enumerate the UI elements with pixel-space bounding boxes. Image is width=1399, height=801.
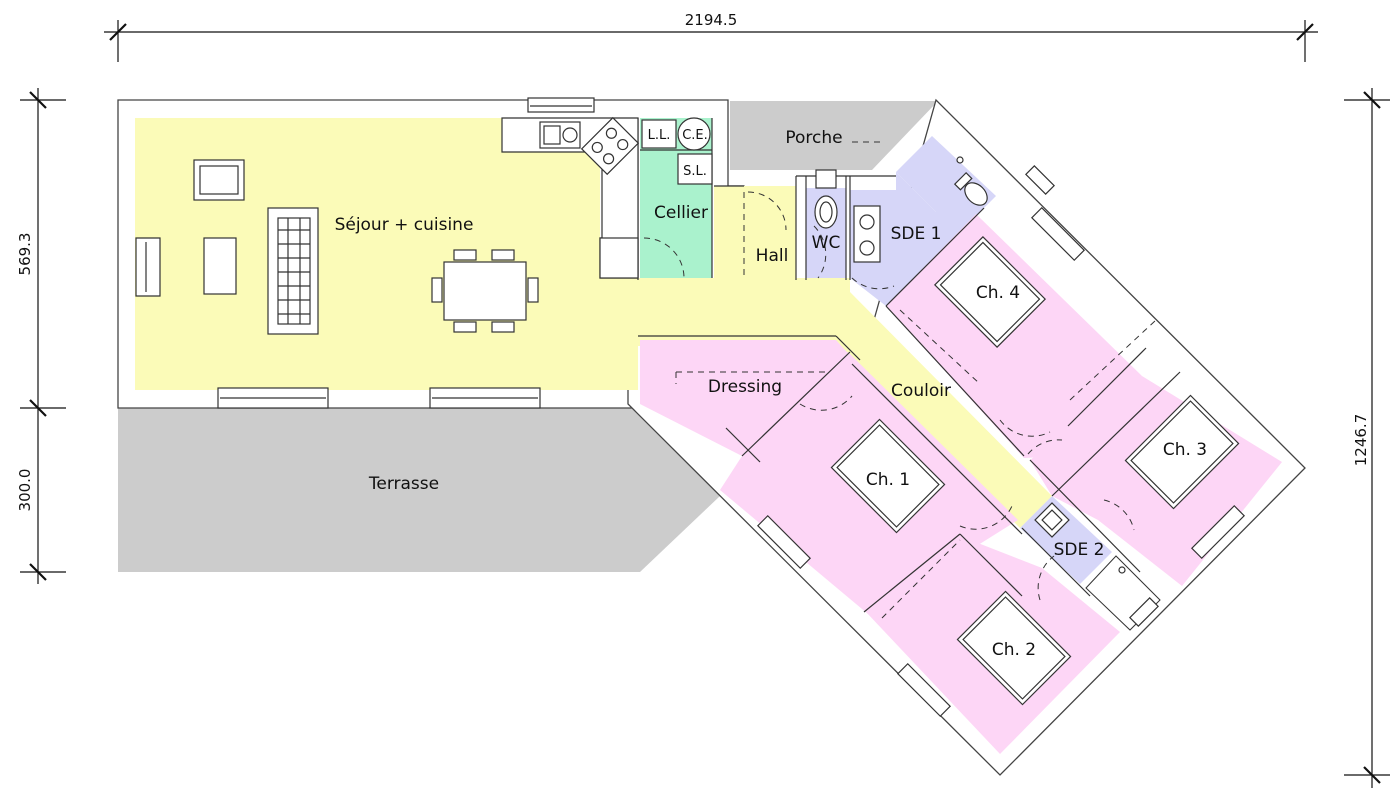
room-labels: Séjour + cuisine Cellier L.L. C.E. S.L. … <box>335 128 1208 660</box>
porche-area <box>730 101 938 170</box>
bed-icon <box>830 418 946 534</box>
dim-total-width: 2194.5 <box>685 11 738 29</box>
living-furniture <box>135 159 539 335</box>
dim-left-lower: 300.0 <box>16 469 34 512</box>
dashed-lines <box>643 141 1157 619</box>
toilet-icon <box>953 171 988 206</box>
sejour-room <box>135 118 1052 528</box>
bed-icon <box>933 235 1047 349</box>
label-ch3: Ch. 3 <box>1163 440 1207 460</box>
bed-icon <box>1124 394 1240 510</box>
kitchen <box>501 116 640 279</box>
utility-appliances <box>641 117 713 185</box>
tv-icon <box>135 237 161 297</box>
sink-icon <box>1034 502 1070 538</box>
label-porche: Porche <box>785 128 842 148</box>
sanitary-fixtures <box>814 156 1126 574</box>
dimension-left: 569.3 300.0 <box>16 88 66 584</box>
label-sl: S.L. <box>683 164 707 179</box>
windows <box>217 97 1246 718</box>
dining-table-icon <box>431 249 539 333</box>
bed-icon <box>956 590 1072 706</box>
beds <box>830 235 1240 706</box>
label-ch2: Ch. 2 <box>992 640 1036 660</box>
sofa-icon <box>267 207 319 335</box>
cooktop-icon <box>580 116 640 176</box>
label-sejour: Séjour + cuisine <box>335 215 474 235</box>
label-wc: WC <box>812 233 841 253</box>
hall-room <box>714 186 796 278</box>
label-cellier: Cellier <box>654 203 708 223</box>
label-ch1: Ch. 1 <box>866 470 910 490</box>
label-ll: L.L. <box>648 128 671 143</box>
dim-left-upper: 569.3 <box>16 233 34 276</box>
label-terrasse: Terrasse <box>368 474 439 494</box>
terrasse-area <box>118 408 720 572</box>
wetroom-top <box>896 136 996 236</box>
label-hall: Hall <box>756 246 789 266</box>
label-sde2: SDE 2 <box>1054 540 1105 560</box>
label-ce: C.E. <box>682 128 708 143</box>
label-sde1: SDE 1 <box>891 224 942 244</box>
sde1-room <box>850 172 978 306</box>
armchair-icon <box>193 159 245 201</box>
dimension-top: 2194.5 <box>104 10 1318 62</box>
dressing-room <box>640 340 856 456</box>
sink-icon <box>859 214 875 230</box>
coffee-table-icon <box>203 237 237 295</box>
dim-total-depth: 1246.7 <box>1352 414 1370 467</box>
label-dressing: Dressing <box>708 377 782 397</box>
label-ch4: Ch. 4 <box>976 283 1020 303</box>
label-couloir: Couloir <box>891 381 951 401</box>
dimension-right: 1246.7 <box>1344 88 1390 788</box>
